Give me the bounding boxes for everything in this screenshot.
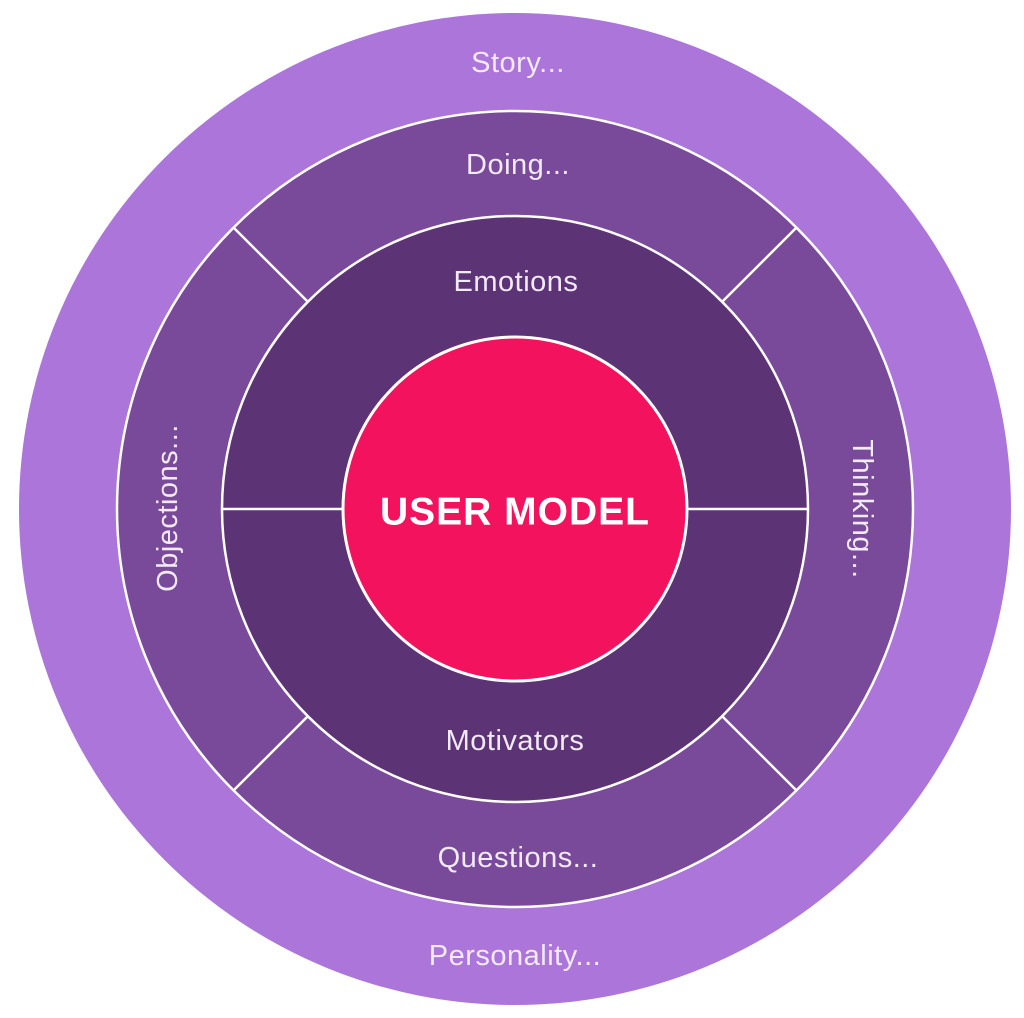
label-personality: Personality...: [429, 940, 601, 972]
label-thinking: Thinking...: [846, 439, 878, 578]
middle-divider-bottom-right: [721, 715, 798, 792]
label-questions: Questions...: [438, 842, 599, 874]
label-objections: Objections...: [152, 424, 184, 592]
label-doing: Doing...: [466, 149, 570, 181]
label-motivators: Motivators: [446, 725, 585, 757]
middle-divider-top-left: [232, 226, 309, 303]
middle-divider-bottom-left: [232, 715, 309, 792]
label-emotions: Emotions: [454, 266, 579, 298]
center-title: USER MODEL: [380, 491, 650, 534]
middle-divider-top-right: [721, 226, 798, 303]
label-story: Story...: [471, 47, 565, 79]
